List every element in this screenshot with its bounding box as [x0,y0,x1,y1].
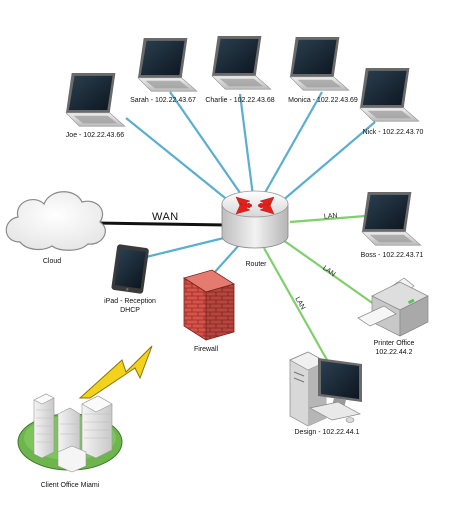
firewall-label: Firewall [193,346,219,353]
nick-label: Nick - 102.22.43.70 [362,129,424,136]
lan-link-label-boss: LAN [323,212,338,221]
client-office-label: Client Office Miami [40,482,100,489]
printer-icon[interactable] [357,277,429,337]
link-joe [125,117,241,211]
link-design [263,247,328,361]
laptop-joe-icon[interactable] [65,72,126,127]
design-label: Design - 102.22.44.1 [294,429,360,436]
laptop-boss-icon[interactable] [361,191,422,246]
link-wan [95,221,227,227]
link-charlie [238,93,255,197]
link-nick [274,121,376,208]
cloud-icon [5,191,106,251]
laptop-nick-icon[interactable] [359,67,420,122]
boss-label: Boss - 102.22.43.71 [360,252,424,259]
client-office-icon [17,393,123,473]
router-icon[interactable] [221,190,289,249]
firewall-icon[interactable] [183,269,235,341]
laptop-monica-icon[interactable] [289,36,350,91]
link-boss [289,213,379,224]
link-monica [261,91,323,199]
charlie-label: Charlie - 102.22.43.68 [205,97,275,104]
desktop-computer-icon[interactable] [289,351,362,427]
link-sarah [169,91,246,201]
link-printer [282,239,379,308]
ipad-icon[interactable] [111,244,149,294]
laptop-charlie-icon[interactable] [211,35,272,90]
sarah-label: Sarah - 102.22.43.67 [130,97,196,104]
ipad-label-line1: iPad - Reception [104,298,156,305]
wan-link-label: WAN [152,211,179,223]
cloud-label: Cloud [42,258,62,265]
link-ipad [141,234,233,260]
links-layer [95,91,379,361]
ipad-label-line2: DHCP [120,307,140,314]
printer-label-line1: Printer Office [373,340,415,347]
router-label: Router [245,261,267,268]
laptop-sarah-icon[interactable] [137,37,198,92]
lightning-bolt-icon [78,345,153,399]
joe-label: Joe - 102.22.43.66 [65,132,125,139]
monica-label: Monica - 102.22.43.69 [288,97,358,104]
printer-label-line2: 102.22.44.2 [375,349,413,356]
